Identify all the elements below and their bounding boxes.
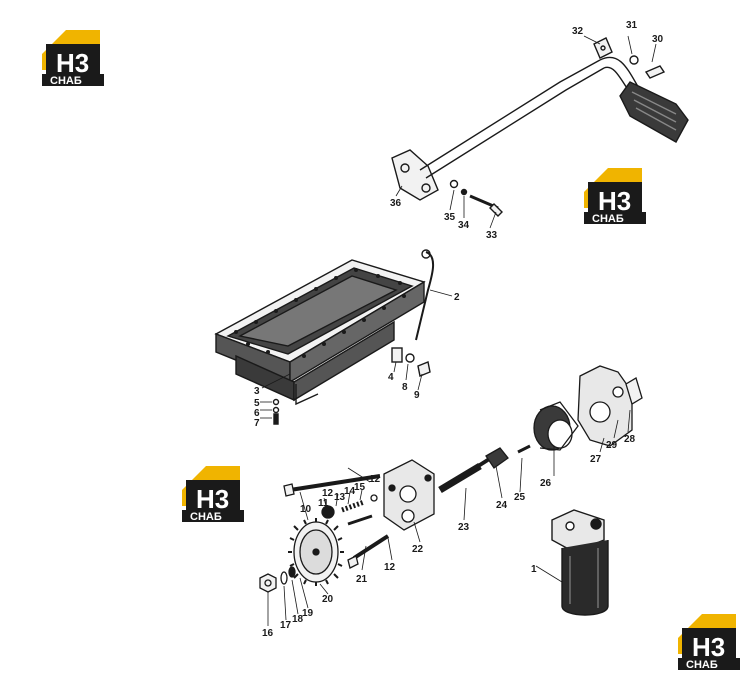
callout-2: 2 [454,292,460,303]
callout-36: 36 [390,198,402,209]
callout-28: 28 [624,434,636,445]
callout-7: 7 [254,418,260,429]
callout-9: 9 [414,390,420,401]
callout-18: 18 [292,614,304,625]
logo-text: СНАБ [190,511,222,523]
callout-16: 16 [262,628,274,639]
callout-10: 10 [300,504,312,515]
callout-35: 35 [444,212,456,223]
callout-8: 8 [402,382,408,393]
brand-logo: H3 СНАБ [584,168,646,225]
callout-23: 23 [458,522,470,533]
brand-logo: H3 СНАБ [678,614,740,671]
callout-labels: 1 2 3 4 5 6 7 8 9 10 11 12 12 12 13 14 1… [254,20,664,639]
callout-13: 13 [334,492,346,503]
callout-6: 6 [254,408,260,419]
gear [288,518,344,586]
callout-34: 34 [458,220,470,231]
oil-pan [214,249,434,425]
callout-19: 19 [302,608,314,619]
callout-29: 29 [606,440,618,451]
logo-mark: H3 [692,632,725,662]
callout-14: 14 [344,486,356,497]
callout-24: 24 [496,500,508,511]
callout-22: 22 [412,544,424,555]
oil-pump-assembly [259,365,643,593]
pedal-lever [391,37,689,217]
logo-text: СНАБ [686,659,718,671]
logo-mark: H3 [196,484,229,514]
callout-20: 20 [322,594,334,605]
callout-21: 21 [356,574,368,585]
callout-25: 25 [514,492,526,503]
brand-logo: H3 СНАБ [182,466,244,523]
logo-mark: H3 [56,48,89,78]
logo-text: СНАБ [50,75,82,87]
callout-26: 26 [540,478,552,489]
callout-3: 3 [254,386,260,397]
callout-27: 27 [590,454,602,465]
callout-12b: 12 [369,474,381,485]
callout-31: 31 [626,20,638,31]
callout-5: 5 [254,398,260,409]
callout-30: 30 [652,34,664,45]
callout-11: 11 [318,498,329,509]
logo-mark: H3 [598,186,631,216]
logo-text: СНАБ [592,213,624,225]
brand-logo: H3 СНАБ [42,30,104,87]
callout-33: 33 [486,230,498,241]
callout-12a: 12 [322,488,334,499]
callout-17: 17 [280,620,292,631]
callout-32: 32 [572,26,584,37]
callout-1: 1 [531,564,537,575]
callout-15: 15 [354,482,366,493]
leader-lines [260,35,657,626]
callout-12c: 12 [384,562,396,573]
callout-4: 4 [388,372,394,383]
oil-filter [551,509,609,616]
